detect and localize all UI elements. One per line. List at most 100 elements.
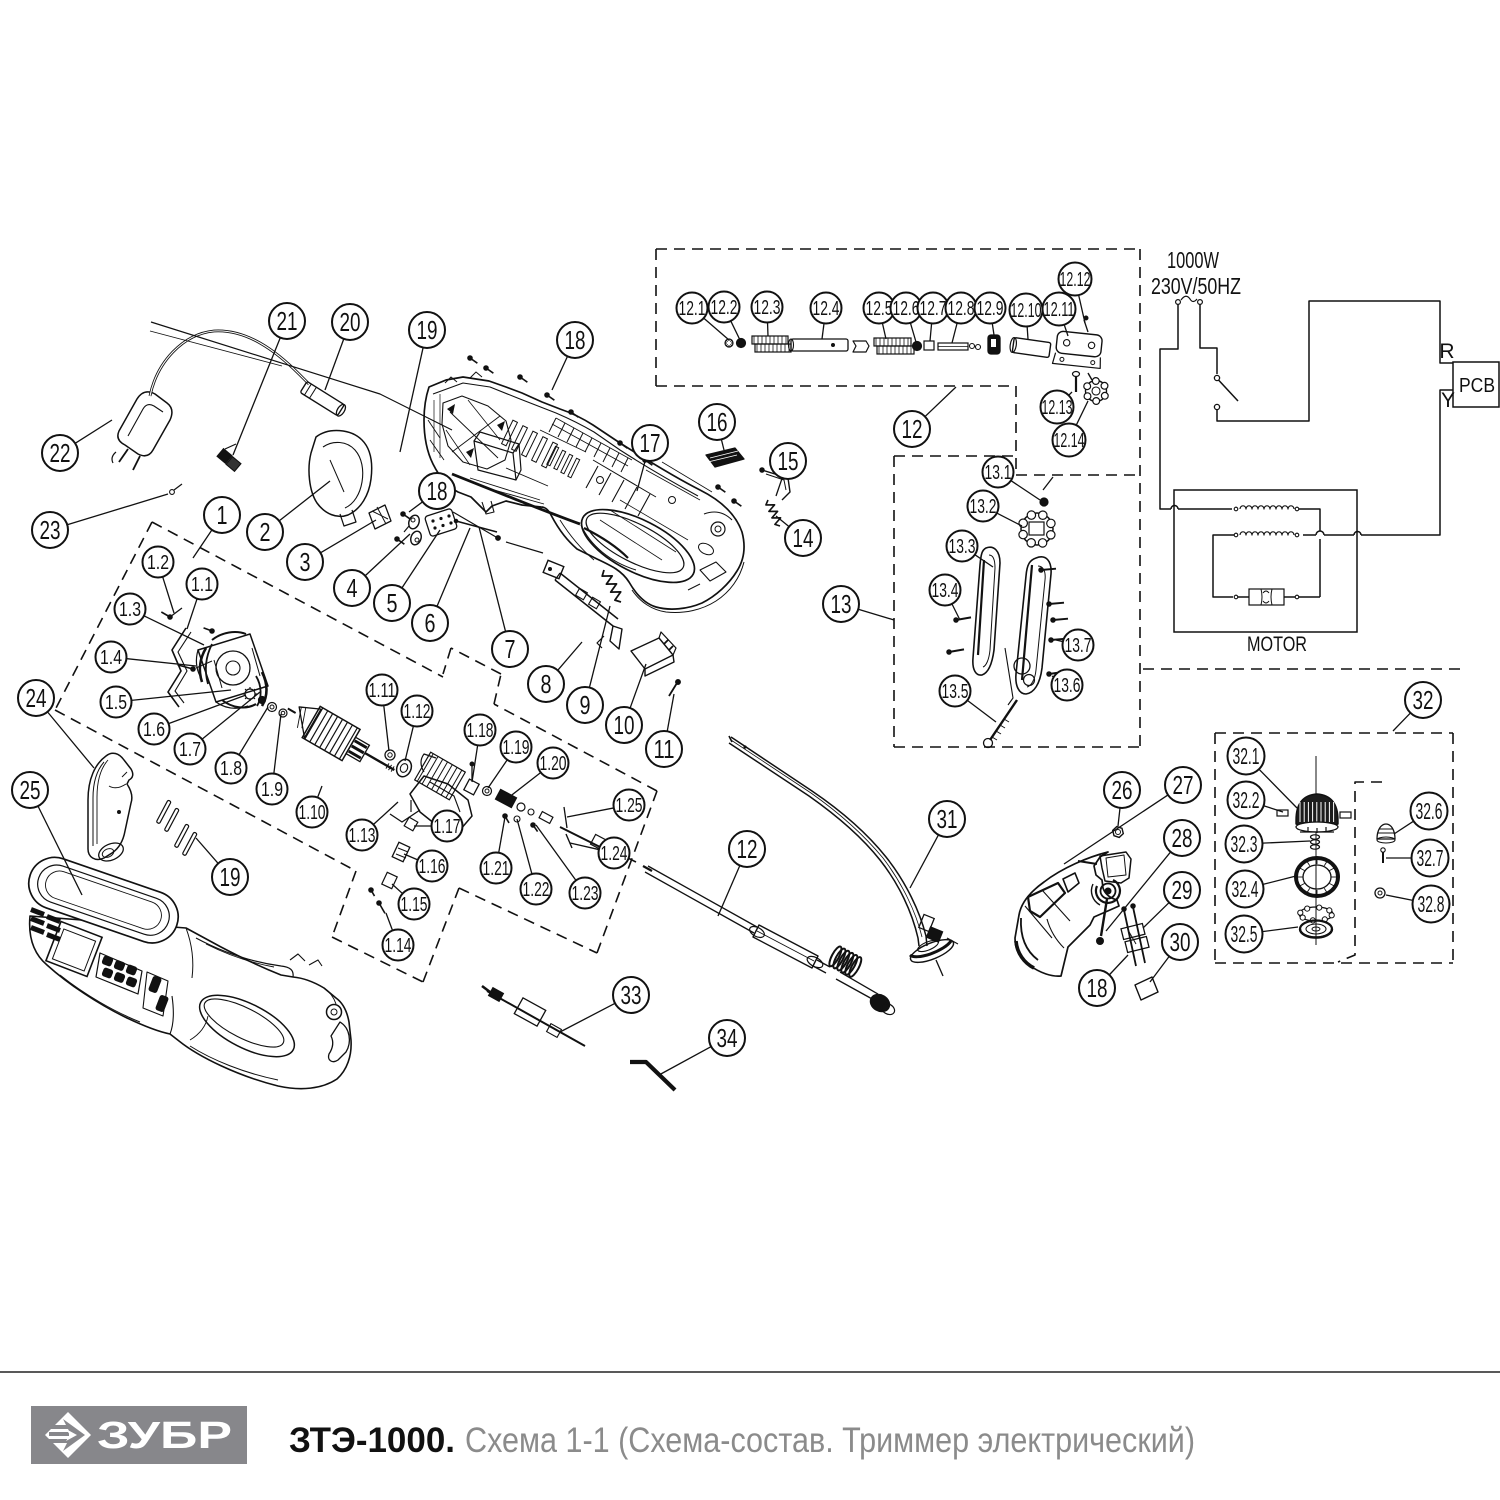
svg-text:1.2: 1.2: [147, 552, 169, 574]
svg-text:10: 10: [614, 710, 635, 740]
svg-text:1.10: 1.10: [299, 802, 326, 824]
svg-text:12.4: 12.4: [813, 298, 840, 320]
svg-text:27: 27: [1173, 770, 1194, 800]
svg-text:12.7: 12.7: [920, 298, 947, 320]
svg-text:3: 3: [300, 547, 311, 577]
svg-text:29: 29: [1172, 875, 1193, 905]
svg-text:1.5: 1.5: [105, 692, 127, 714]
svg-text:15: 15: [778, 446, 799, 476]
svg-text:12.3: 12.3: [754, 297, 781, 319]
svg-text:32.2: 32.2: [1233, 787, 1260, 813]
svg-text:1.21: 1.21: [483, 858, 510, 880]
svg-text:12.9: 12.9: [977, 298, 1004, 320]
svg-text:23: 23: [40, 515, 61, 545]
svg-text:230V/50HZ: 230V/50HZ: [1151, 273, 1241, 299]
svg-text:31: 31: [937, 804, 958, 834]
svg-text:22: 22: [50, 438, 71, 468]
svg-text:1.13: 1.13: [349, 825, 376, 847]
svg-text:PCB: PCB: [1459, 375, 1495, 397]
svg-text:28: 28: [1172, 823, 1193, 853]
svg-text:4: 4: [347, 573, 358, 603]
svg-text:12: 12: [902, 414, 923, 444]
svg-text:1.19: 1.19: [503, 737, 530, 759]
svg-text:1.14: 1.14: [385, 935, 412, 957]
svg-text:32.6: 32.6: [1416, 798, 1443, 824]
svg-text:11: 11: [654, 734, 675, 764]
svg-text:12.2: 12.2: [711, 297, 738, 319]
svg-text:21: 21: [277, 306, 298, 336]
svg-text:18: 18: [427, 476, 448, 506]
svg-text:19: 19: [417, 315, 438, 345]
svg-text:1.8: 1.8: [220, 758, 242, 780]
svg-text:32.3: 32.3: [1231, 831, 1258, 857]
svg-text:12.11: 12.11: [1044, 299, 1075, 321]
svg-text:13.2: 13.2: [970, 496, 997, 518]
svg-text:25: 25: [20, 775, 41, 805]
svg-text:1.23: 1.23: [572, 883, 599, 905]
svg-text:20: 20: [340, 307, 361, 337]
svg-text:Схема 1-1 (Схема-состав. Тримм: Схема 1-1 (Схема-состав. Триммер электри…: [465, 1421, 1195, 1460]
svg-text:12.1: 12.1: [679, 298, 706, 320]
svg-text:1.22: 1.22: [523, 879, 550, 901]
svg-text:1.11: 1.11: [369, 680, 396, 702]
svg-text:33: 33: [621, 980, 642, 1010]
svg-text:ЗУБР: ЗУБР: [97, 1415, 232, 1457]
svg-text:14: 14: [793, 523, 814, 553]
svg-text:1: 1: [217, 500, 228, 530]
svg-text:1.18: 1.18: [467, 720, 494, 742]
svg-text:Y: Y: [1441, 389, 1455, 412]
svg-text:2: 2: [260, 517, 271, 547]
svg-text:12.14: 12.14: [1054, 430, 1085, 452]
svg-text:1.6: 1.6: [143, 719, 165, 741]
svg-text:13: 13: [831, 589, 852, 619]
svg-text:8: 8: [541, 669, 552, 699]
svg-text:26: 26: [1112, 775, 1133, 805]
svg-text:32.7: 32.7: [1417, 845, 1444, 871]
svg-text:30: 30: [1170, 927, 1191, 957]
svg-text:13.6: 13.6: [1054, 675, 1081, 697]
svg-text:5: 5: [387, 588, 398, 618]
svg-text:ЗТЭ-1000.: ЗТЭ-1000.: [289, 1421, 455, 1460]
svg-text:34: 34: [717, 1023, 738, 1053]
svg-text:1.15: 1.15: [401, 894, 428, 916]
svg-text:1.16: 1.16: [419, 856, 446, 878]
svg-text:32: 32: [1413, 685, 1434, 715]
svg-text:18: 18: [565, 325, 586, 355]
svg-text:1000W: 1000W: [1167, 247, 1219, 273]
svg-text:1.20: 1.20: [540, 753, 567, 775]
svg-text:9: 9: [580, 690, 591, 720]
svg-text:13.3: 13.3: [949, 536, 976, 558]
svg-text:12.12: 12.12: [1060, 269, 1091, 291]
svg-text:1.7: 1.7: [179, 739, 201, 761]
svg-text:1.3: 1.3: [119, 599, 141, 621]
svg-text:32.5: 32.5: [1231, 921, 1258, 947]
svg-text:12: 12: [737, 834, 758, 864]
svg-text:1.1: 1.1: [191, 574, 213, 596]
svg-text:1.9: 1.9: [261, 779, 283, 801]
svg-text:13.7: 13.7: [1065, 635, 1092, 657]
svg-text:12.5: 12.5: [866, 298, 893, 320]
svg-text:1.4: 1.4: [100, 647, 122, 669]
svg-text:13.4: 13.4: [932, 580, 959, 602]
svg-text:12.13: 12.13: [1042, 397, 1073, 419]
svg-text:16: 16: [707, 407, 728, 437]
svg-text:19: 19: [220, 862, 241, 892]
svg-text:R: R: [1439, 340, 1454, 363]
svg-text:1.25: 1.25: [616, 795, 643, 817]
svg-text:1.17: 1.17: [434, 816, 461, 838]
svg-text:18: 18: [1087, 973, 1108, 1003]
svg-text:17: 17: [640, 428, 661, 458]
svg-text:6: 6: [425, 608, 436, 638]
svg-text:32.1: 32.1: [1233, 743, 1260, 769]
svg-text:12.10: 12.10: [1011, 300, 1042, 322]
svg-text:MOTOR: MOTOR: [1247, 633, 1307, 656]
svg-text:1.12: 1.12: [404, 701, 431, 723]
svg-text:12.8: 12.8: [948, 298, 975, 320]
svg-text:12.6: 12.6: [893, 298, 920, 320]
svg-text:13.5: 13.5: [942, 681, 969, 703]
svg-text:1.24: 1.24: [601, 843, 628, 865]
svg-text:32.8: 32.8: [1418, 891, 1445, 917]
svg-text:7: 7: [505, 634, 516, 664]
svg-text:32.4: 32.4: [1232, 876, 1259, 902]
svg-text:24: 24: [26, 683, 47, 713]
